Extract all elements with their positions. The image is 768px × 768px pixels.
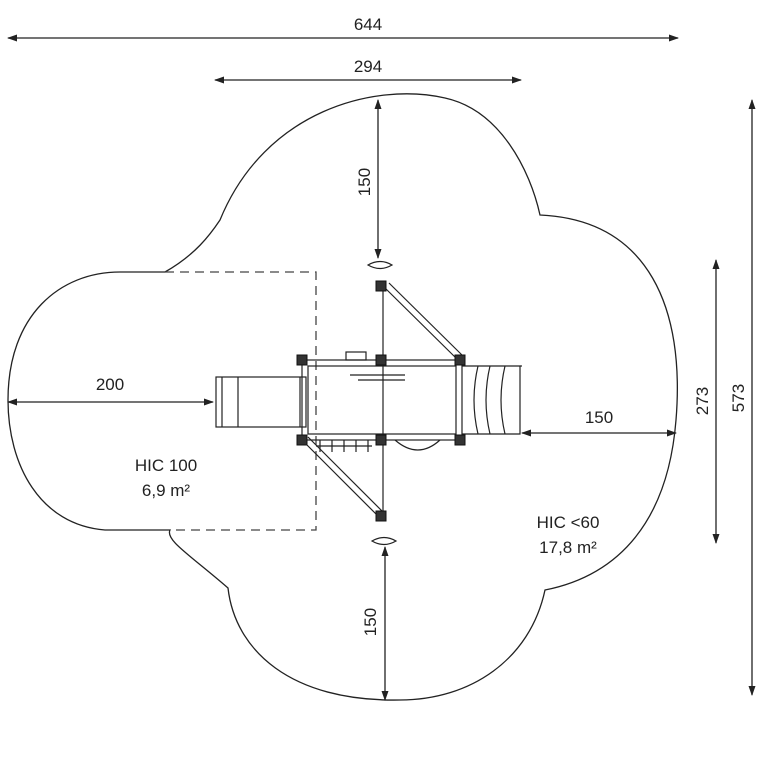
hic-60-title: HIC <60 (537, 513, 600, 532)
post (454, 354, 466, 366)
platform (301, 359, 463, 441)
dim-label-top-width: 294 (354, 57, 382, 76)
anchor-bottom (370, 536, 398, 546)
support-beams (301, 282, 465, 517)
safety-zone-outline (7, 93, 678, 701)
post (296, 434, 308, 446)
anchor-top (366, 260, 394, 270)
tunnel (462, 365, 521, 435)
hic-60-area: 17,8 m² (539, 538, 597, 557)
post (375, 280, 387, 292)
dim-label-right-depth: 150 (585, 408, 613, 427)
dim-label-bottom-depth: 150 (361, 608, 380, 636)
hic-100-zone-outline (165, 271, 317, 531)
dim-label-inner-height: 273 (693, 387, 712, 415)
post (375, 354, 387, 366)
dim-label-left-depth: 200 (96, 375, 124, 394)
post (454, 434, 466, 446)
post (375, 434, 387, 446)
post (375, 510, 387, 522)
dim-label-total-height: 573 (729, 384, 748, 412)
dim-label-total-width: 644 (354, 15, 382, 34)
play-structure (215, 260, 522, 546)
hic-100-title: HIC 100 (135, 456, 197, 475)
slide (215, 376, 307, 428)
climbing-rungs (316, 440, 372, 452)
post (296, 354, 308, 366)
dim-label-top-depth: 150 (355, 168, 374, 196)
hic-100-area: 6,9 m² (142, 481, 191, 500)
